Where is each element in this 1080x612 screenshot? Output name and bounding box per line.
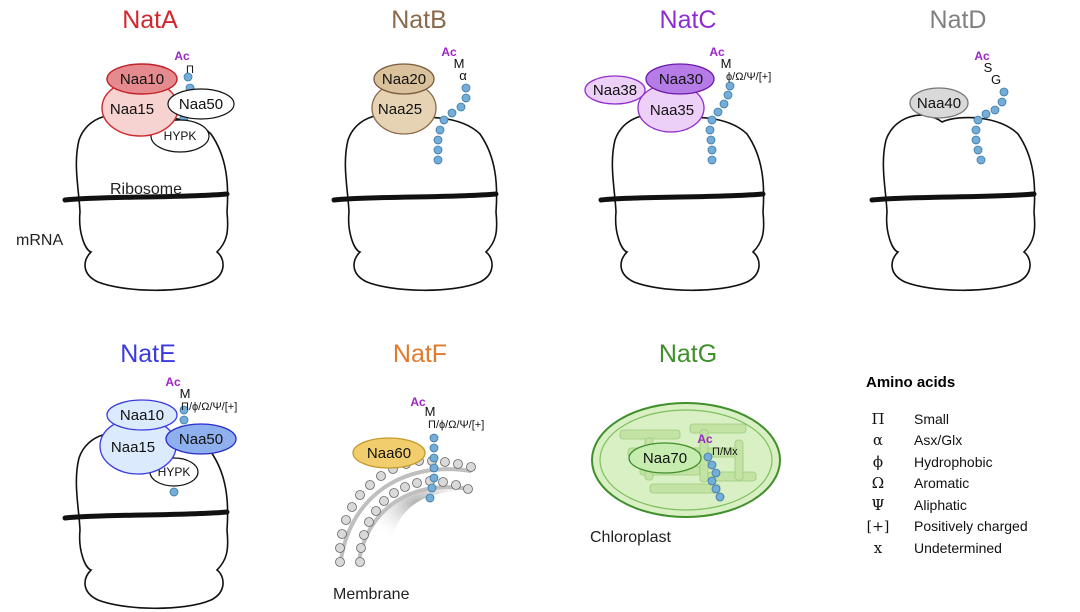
legend-symbol: [+] xyxy=(867,519,890,535)
natg-title: NatG xyxy=(659,340,717,368)
panel-natc: NatC Naa38 Naa35 Naa30 Ac M ϕ/Ω/Ψ/[+] xyxy=(584,6,771,290)
naa38-subunit xyxy=(584,75,646,105)
acetyl-label: Ac xyxy=(709,45,725,59)
residue-label: ϕ/Ω/Ψ/[+] xyxy=(726,71,771,83)
chloroplast-label: Chloroplast xyxy=(590,529,671,546)
panel-natd: NatD Naa40 Ac S G xyxy=(872,6,1035,290)
residue-label: M xyxy=(721,56,732,71)
mrna-label: mRNA xyxy=(16,232,63,249)
nascent-chain xyxy=(703,452,725,502)
legend-symbol: Ψ xyxy=(871,496,884,514)
ribosome xyxy=(601,115,764,290)
naa10-label: Naa10 xyxy=(120,407,164,424)
panel-natb: NatB Naa25 Naa20 Ac M α xyxy=(334,6,497,290)
naa60-label: Naa60 xyxy=(367,445,411,462)
naa70-subunit xyxy=(628,442,702,474)
residue-label: Π/Mx xyxy=(712,446,738,458)
naa50-label: Naa50 xyxy=(179,96,223,113)
legend-symbol: α xyxy=(873,431,883,449)
naa15-label: Naa15 xyxy=(110,101,154,118)
naa15-label: Naa15 xyxy=(111,439,155,456)
acetyl-label: Ac xyxy=(165,375,181,389)
nascent-chain xyxy=(425,433,439,503)
naa50-subunit xyxy=(167,88,235,120)
residue-label: Π xyxy=(186,64,194,76)
nascent-chain xyxy=(971,87,1009,165)
naa40-label: Naa40 xyxy=(917,95,961,112)
residue-label: Π/ϕ/Ω/Ψ/[+] xyxy=(181,401,237,413)
panel-natf: NatF Naa60 Ac M Π/ϕ/Ω/Ψ/[+] Membrane xyxy=(333,340,484,603)
acetyl-label: Ac xyxy=(441,45,457,59)
membrane xyxy=(335,456,476,567)
hypk-label: HYPK xyxy=(158,465,191,479)
naa50-subunit xyxy=(165,423,237,455)
naa30-label: Naa30 xyxy=(659,71,703,88)
legend-symbol: ϕ xyxy=(873,453,883,471)
naa25-label: Naa25 xyxy=(378,101,422,118)
residue-label: Π/ϕ/Ω/Ψ/[+] xyxy=(428,419,484,431)
panel-nate: NatE HYPK Naa15 Naa10 Naa50 Ac M Π/ϕ/Ω/Ψ… xyxy=(65,340,237,608)
panel-nata: NatA Ribosome mRNA HYPK Naa15 Naa10 Naa5… xyxy=(16,6,235,290)
naa40-subunit xyxy=(909,87,969,119)
residue-label: G xyxy=(991,72,1001,87)
naa60-subunit xyxy=(352,437,426,469)
ribosome-label: Ribosome xyxy=(110,181,182,198)
legend-label: Aliphatic xyxy=(914,497,967,513)
membrane-label: Membrane xyxy=(333,586,410,603)
naa38-label: Naa38 xyxy=(593,82,637,99)
legend-title: Amino acids xyxy=(866,374,955,391)
legend-label: Positively charged xyxy=(914,518,1028,534)
nata-title: NatA xyxy=(122,6,178,34)
acetyl-label: Ac xyxy=(410,395,426,409)
naa30-subunit xyxy=(645,63,715,95)
legend-label: Aromatic xyxy=(914,475,969,491)
residue-label: α xyxy=(459,68,467,83)
legend-symbol: Π xyxy=(871,410,884,428)
residue-label: S xyxy=(984,60,993,75)
legend-symbol: Ω xyxy=(872,474,884,492)
ribosome xyxy=(334,115,497,290)
legend-label: Hydrophobic xyxy=(914,454,993,470)
naa50-label: Naa50 xyxy=(179,431,223,448)
acetyl-label: Ac xyxy=(174,49,190,63)
naa10-label: Naa10 xyxy=(120,71,164,88)
naa20-subunit xyxy=(373,63,435,95)
acetyl-label: Ac xyxy=(974,49,990,63)
legend-label: Asx/Glx xyxy=(914,432,962,448)
natc-title: NatC xyxy=(660,6,717,34)
naa10-subunit xyxy=(106,63,178,95)
nascent-chain xyxy=(433,83,471,165)
nascent-chain xyxy=(705,81,735,165)
natf-title: NatF xyxy=(393,340,447,368)
natd-title: NatD xyxy=(930,6,987,34)
legend-symbol: x xyxy=(874,539,883,557)
natb-title: NatB xyxy=(391,6,447,34)
naa20-label: Naa20 xyxy=(382,71,426,88)
naa70-label: Naa70 xyxy=(643,450,687,467)
naa10-subunit xyxy=(106,399,178,431)
ribosome xyxy=(872,115,1035,290)
legend-label: Undetermined xyxy=(914,540,1002,556)
hypk-label: HYPK xyxy=(164,129,197,143)
naa35-label: Naa35 xyxy=(650,102,694,119)
residue-label: M xyxy=(454,56,465,71)
residue-label: M xyxy=(425,404,436,419)
panel-natg: NatG Naa70 Ac Π/Mx Chloroplast xyxy=(590,340,781,546)
amino-acid-legend: Amino acids Π Small α Asx/Glx ϕ Hydropho… xyxy=(866,374,1028,557)
legend-label: Small xyxy=(914,411,949,427)
acetyl-label: Ac xyxy=(697,432,713,446)
residue-label: M xyxy=(180,386,191,401)
nate-title: NatE xyxy=(120,340,176,368)
